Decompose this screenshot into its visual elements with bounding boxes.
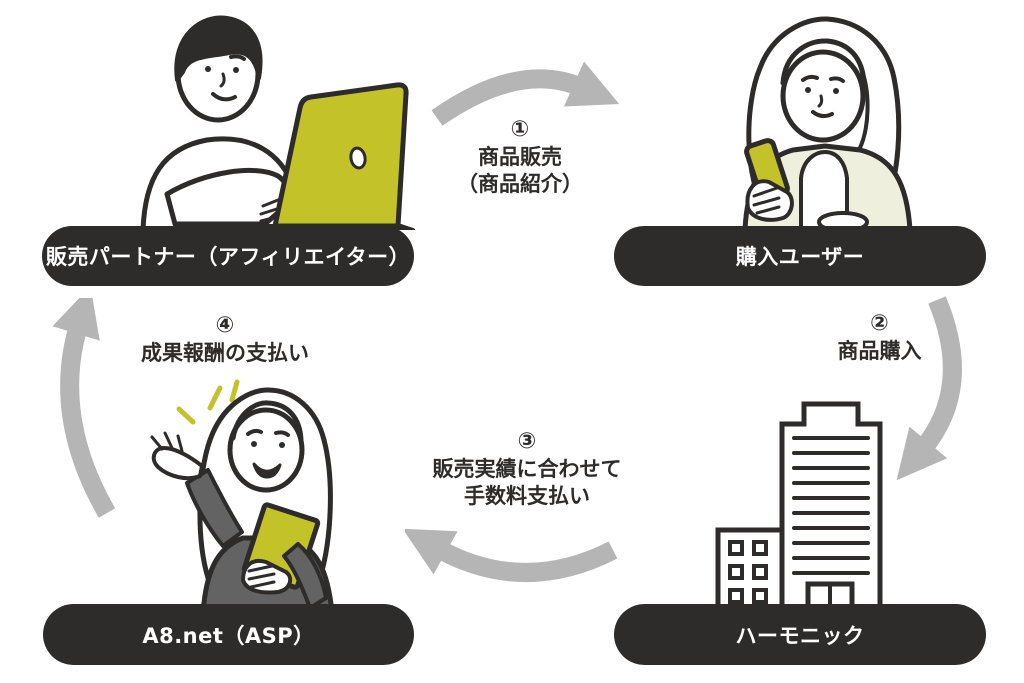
- sparkle-icon: [176, 379, 240, 425]
- arrow-step1-sell: [431, 61, 620, 126]
- step2-number: ②: [870, 311, 889, 336]
- node-a8net-asp-label: A8.net（ASP）: [142, 623, 315, 648]
- woman-presenting-illustration: [150, 379, 335, 613]
- node-harmonic: ハーモニック: [614, 604, 986, 665]
- arrow-step4-reward: [52, 298, 116, 518]
- step2-text-line1: 商品購入: [837, 339, 922, 364]
- step4-label: ④ 成果報酬の支払い: [120, 312, 330, 367]
- woman-with-smartphone-illustration: [742, 16, 913, 230]
- node-harmonic-label: ハーモニック: [735, 623, 865, 648]
- man-with-laptop-illustration: [140, 15, 415, 230]
- node-purchase-user-label: 購入ユーザー: [735, 245, 865, 269]
- step3-text-line1: 販売実績に合わせて: [432, 457, 622, 482]
- step3-number: ③: [517, 429, 537, 454]
- node-a8net-asp: A8.net（ASP）: [43, 604, 414, 665]
- step3-text-line2: 手数料支払い: [464, 484, 590, 509]
- step3-label: ③ 販売実績に合わせて 手数料支払い: [407, 428, 647, 510]
- step4-text-line1: 成果報酬の支払い: [141, 341, 309, 366]
- step2-label: ② 商品購入: [822, 310, 937, 365]
- step1-label: ① 商品販売 （商品紹介）: [425, 116, 615, 198]
- node-sales-partner-label: 販売パートナー（アフィリエイター）: [45, 245, 411, 269]
- step1-text-line1: 商品販売: [478, 145, 562, 170]
- arrow-step3-fee: [405, 528, 618, 582]
- step1-text-line2: （商品紹介）: [457, 172, 583, 197]
- office-building-illustration: [715, 401, 883, 613]
- node-sales-partner: 販売パートナー（アフィリエイター）: [42, 226, 414, 286]
- step1-number: ①: [510, 117, 530, 142]
- arrow-step2-purchase: [896, 296, 962, 481]
- node-purchase-user: 購入ユーザー: [614, 226, 986, 286]
- step4-number: ④: [215, 313, 235, 338]
